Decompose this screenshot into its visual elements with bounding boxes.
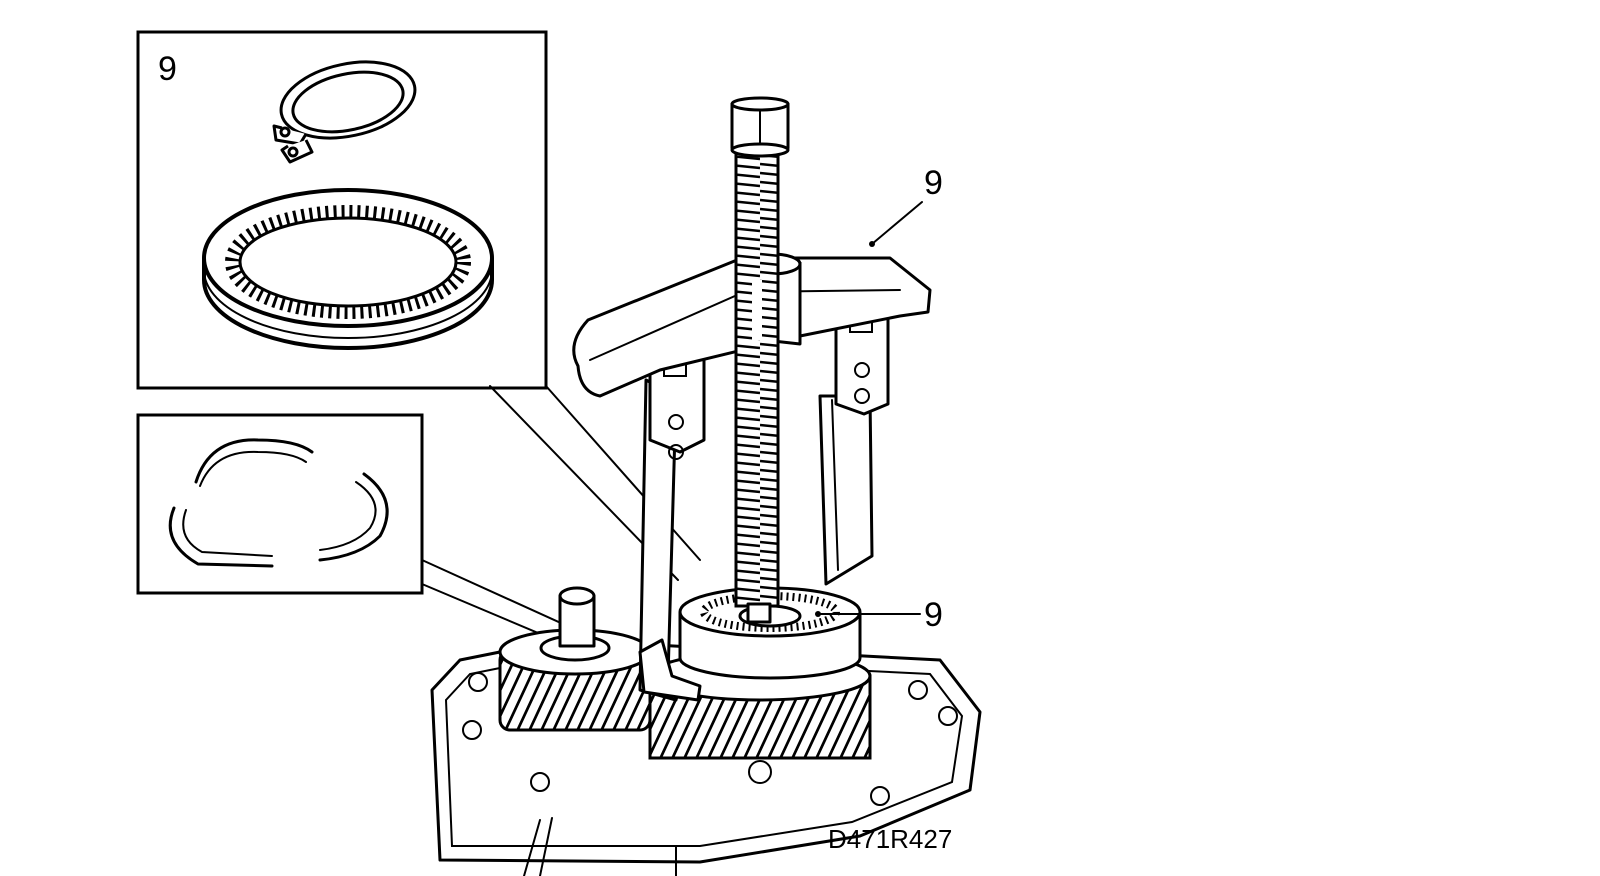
inset-box-synchro-ring: 9 xyxy=(136,30,548,390)
figure-code-label: D471R427 xyxy=(828,824,952,854)
callout-ring-label: 9 xyxy=(924,596,943,634)
puller-tool xyxy=(572,96,932,702)
inset-part-number-label: 9 xyxy=(158,50,177,88)
callout-puller-label: 9 xyxy=(924,164,943,202)
callout-puller: 9 xyxy=(869,164,943,247)
inset-box-ring-segments xyxy=(136,413,424,595)
housing-bolt-holes xyxy=(462,672,958,806)
counter-gear xyxy=(498,586,652,732)
circlip-icon xyxy=(272,60,417,164)
synchro-ring-icon xyxy=(202,188,494,350)
callout-ring: 9 xyxy=(815,596,943,634)
ring-segment-icon xyxy=(168,438,389,568)
